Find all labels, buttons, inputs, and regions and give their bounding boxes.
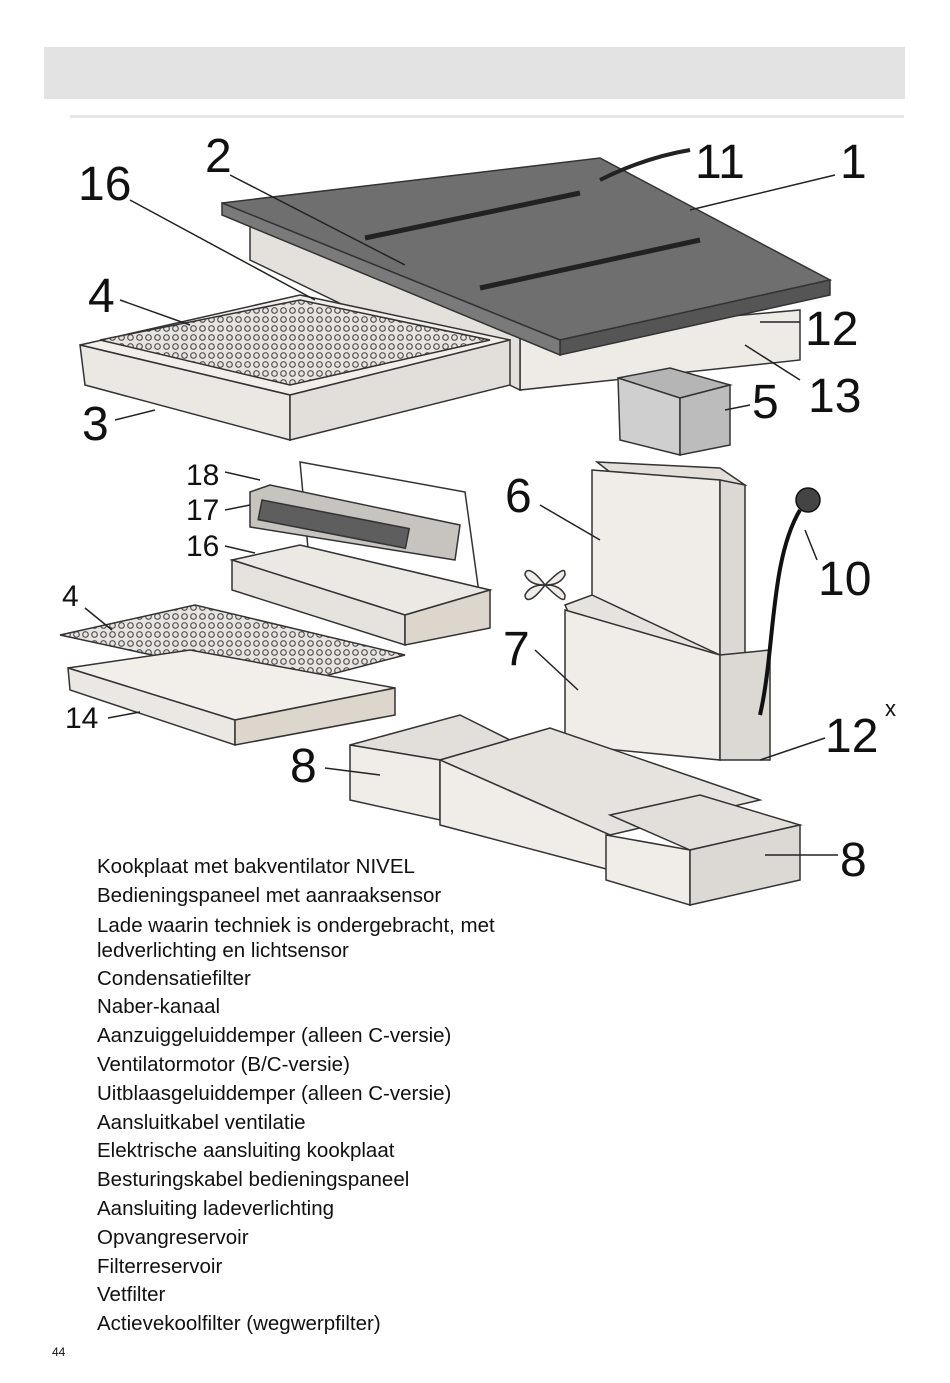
base-silencers (349, 714, 803, 907)
legend-item: Opvangreservoir (97, 1225, 249, 1249)
callout-16-top: 16 (78, 158, 131, 211)
callout-4-lower: 4 (62, 580, 79, 613)
callout-12-top: 12 (805, 303, 858, 356)
cable-10 (758, 487, 821, 716)
legend-item: Aansluiting ladeverlichting (97, 1196, 335, 1220)
callout-6: 6 (505, 470, 532, 523)
callout-16-filter: 16 (186, 530, 219, 563)
legend-item: Aansluitkabel ventilatie (97, 1110, 306, 1134)
callout-14: 14 (65, 702, 98, 735)
page-number: 44 (52, 1345, 66, 1359)
legend-item: Besturingskabel bedieningspaneel (97, 1168, 410, 1192)
legend-item: Vetfilter (97, 1283, 166, 1307)
header-rule (70, 115, 904, 118)
callout-18: 18 (186, 459, 219, 492)
legend-item: Actievekoolfilter (wegwerpfilter) (97, 1312, 381, 1336)
callout-5: 5 (752, 376, 779, 429)
legend-item: Aanzuiggeluiddemper (alleen C-versie) (97, 1024, 452, 1048)
legend-item: Bedieningspaneel met aanraaksensor (97, 883, 442, 907)
exploded-view-diagram: 2 16 11 1 4 12 13 5 3 18 17 16 6 10 4 7 … (59, 130, 896, 907)
callout-8-left: 8 (290, 740, 317, 793)
callout-10: 10 (818, 553, 871, 606)
callout-4-top: 4 (88, 270, 115, 323)
callout-x-marker: x (885, 696, 896, 721)
header-bar (44, 47, 905, 99)
legend-item: Filterreservoir (97, 1254, 223, 1278)
parts-legend: Kookplaat met bakventilator NIVEL Bedien… (97, 853, 617, 1339)
callout-3: 3 (82, 398, 109, 451)
filter-unit (229, 461, 493, 647)
duct-assembly (563, 461, 771, 761)
callout-labels: 2 16 11 1 4 12 13 5 3 18 17 16 6 10 4 7 … (62, 130, 896, 887)
fan-symbol (524, 569, 566, 601)
legend-item: Elektrische aansluiting kookplaat (97, 1139, 395, 1163)
part-5-reservoir (617, 367, 733, 456)
callout-17: 17 (186, 494, 219, 527)
legend-item: Kookplaat met bakventilator NIVEL (97, 855, 415, 878)
legend-item: Lade waarin techniek is ondergebracht, m… (97, 913, 495, 962)
callout-13: 13 (808, 370, 861, 423)
legend-item: Ventilatormotor (B/C-versie) (97, 1052, 350, 1076)
callout-12-lower: 12 (825, 710, 878, 763)
leader-lines (84, 174, 838, 856)
callout-8-right: 8 (840, 834, 867, 887)
cable-11 (599, 148, 691, 182)
callout-7: 7 (503, 623, 530, 676)
callout-11: 11 (695, 136, 745, 189)
legend-item: Condensatiefilter (97, 966, 251, 990)
callout-2: 2 (205, 130, 232, 183)
legend-item: Naber-kanaal (97, 995, 221, 1019)
tray-14 (67, 649, 396, 747)
drawer (79, 294, 511, 441)
callout-1: 1 (840, 136, 867, 189)
legend-item: Uitblaasgeluiddemper (alleen C-versie) (97, 1081, 452, 1105)
